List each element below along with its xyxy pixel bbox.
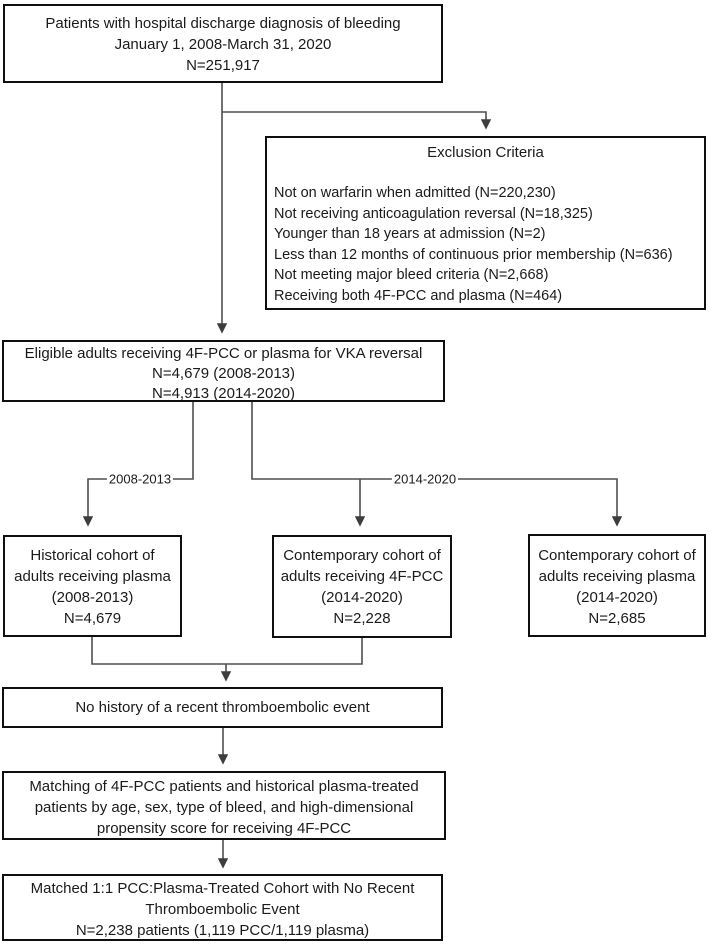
box-historical-line-1: Historical cohort of xyxy=(30,547,155,564)
exclusion-item: Not on warfarin when admitted (N=220,230… xyxy=(274,185,556,201)
box-eligible-line-3: N=4,913 (2014-2020) xyxy=(151,385,296,402)
exclusion-item: Not receiving anticoagulation reversal (… xyxy=(274,205,593,222)
box-historical-plasma: Historical cohort of adults receiving pl… xyxy=(3,535,182,637)
box-contemporary-plasma-line-1: Contemporary cohort of xyxy=(538,547,696,564)
box-contemporary-pcc-line-2: adults receiving 4F-PCC xyxy=(280,568,444,585)
box-matching-line-2: patients by age, sex, type of bleed, and… xyxy=(34,799,414,816)
box-historical-line-4: N=4,679 xyxy=(63,610,122,627)
box-patients-line-2: January 1, 2008-March 31, 2020 xyxy=(114,36,332,53)
box-matching-line-1: Matching of 4F-PCC patients and historic… xyxy=(29,778,419,795)
connector-to-exclusion xyxy=(222,111,492,130)
connector-merge xyxy=(91,637,363,665)
exclusion-item: Younger than 18 years at admission (N=2) xyxy=(274,226,546,242)
exclusion-criteria-gap xyxy=(267,163,704,183)
box-matched-line-1: Matched 1:1 PCC:Plasma-Treated Cohort wi… xyxy=(30,880,415,897)
box-eligible-line-1: Eligible adults receiving 4F-PCC or plas… xyxy=(24,345,423,362)
box-historical-line-3: (2008-2013) xyxy=(51,589,134,606)
connector-right-fork-to-contemporary-plasma xyxy=(251,402,623,527)
box-eligible-line-2: N=4,679 (2008-2013) xyxy=(151,365,296,382)
box-patients-bleeding: Patients with hospital discharge diagnos… xyxy=(3,4,443,83)
exclusion-criteria-title: Exclusion Criteria xyxy=(427,144,544,161)
box-patients-line-1: Patients with hospital discharge diagnos… xyxy=(45,15,401,32)
box-eligible-adults: Eligible adults receiving 4F-PCC or plas… xyxy=(2,340,445,402)
exclusion-item: Less than 12 months of continuous prior … xyxy=(274,246,673,263)
box-contemporary-plasma: Contemporary cohort of adults receiving … xyxy=(528,534,706,637)
box-matched-line-2: Thromboembolic Event xyxy=(145,901,300,918)
box-no-history: No history of a recent thromboembolic ev… xyxy=(2,687,443,728)
box-matched-cohort: Matched 1:1 PCC:Plasma-Treated Cohort wi… xyxy=(2,874,443,941)
connector-left-fork-to-historical xyxy=(82,402,194,527)
box-contemporary-pcc: Contemporary cohort of adults receiving … xyxy=(272,535,452,638)
box-patients-line-3: N=251,917 xyxy=(186,57,260,74)
box-exclusion-criteria: Exclusion Criteria Not on warfarin when … xyxy=(265,136,706,310)
exclusion-item: Receiving both 4F-PCC and plasma (N=464) xyxy=(274,287,563,304)
box-matched-line-3: N=2,238 patients (1,119 PCC/1,119 plasma… xyxy=(75,922,370,939)
branch-label-2008-2013: 2008-2013 xyxy=(106,471,174,487)
box-contemporary-pcc-line-4: N=2,228 xyxy=(333,610,391,627)
box-contemporary-plasma-line-2: adults receiving plasma xyxy=(538,568,696,585)
exclusion-item: Not meeting major bleed criteria (N=2,66… xyxy=(274,267,549,283)
box-historical-line-2: adults receiving plasma xyxy=(14,568,171,585)
exclusion-criteria-list: Not on warfarin when admitted (N=220,230… xyxy=(267,183,704,306)
box-contemporary-pcc-line-1: Contemporary cohort of xyxy=(283,547,441,564)
box-contemporary-plasma-line-3: (2014-2020) xyxy=(576,589,658,606)
box-contemporary-pcc-line-3: (2014-2020) xyxy=(321,589,403,606)
box-no-history-text: No history of a recent thromboembolic ev… xyxy=(75,699,370,716)
box-matching: Matching of 4F-PCC patients and historic… xyxy=(2,771,446,840)
box-contemporary-plasma-line-4: N=2,685 xyxy=(588,610,646,627)
box-matching-line-3: propensity score for receiving 4F-PCC xyxy=(96,820,352,837)
branch-label-2014-2020: 2014-2020 xyxy=(391,471,459,487)
